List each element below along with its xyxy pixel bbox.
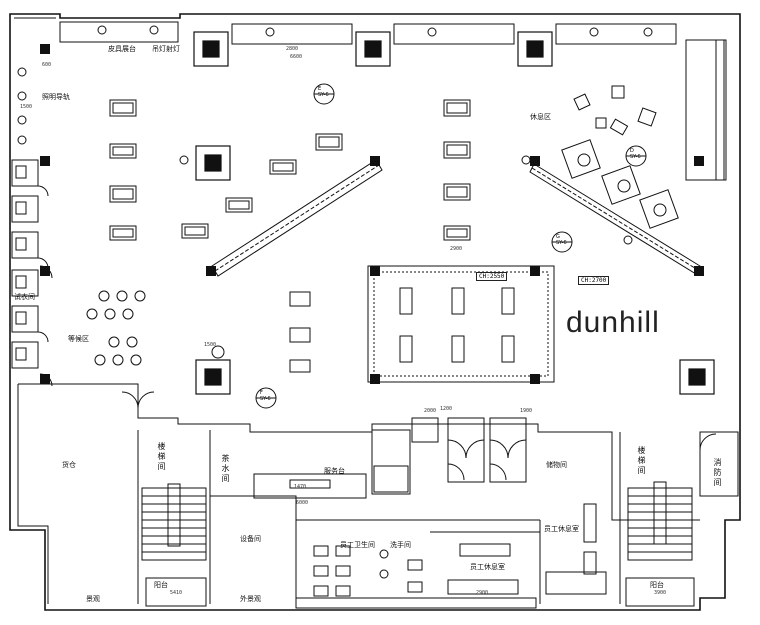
balcony-left [145, 577, 207, 607]
dim-7: 5410 [170, 590, 183, 596]
balcony-right [625, 577, 695, 607]
top-cabinet-3 [393, 23, 515, 45]
section-markers [179, 83, 647, 409]
dim-1: 2800 [286, 46, 299, 52]
columns [193, 31, 715, 395]
label-warehouse: 货仓 [62, 461, 76, 469]
entry-doors [411, 417, 527, 483]
dim-3: 1500 [20, 104, 33, 110]
dim-10: 6000 [296, 500, 309, 506]
central-zone [367, 265, 555, 383]
dim-13: 1500 [204, 342, 217, 348]
label-fitting-room: 试衣间 [14, 293, 35, 301]
top-cabinet-4 [555, 23, 677, 45]
display-tables [109, 99, 515, 373]
label-balcony-right: 阳台 [650, 581, 664, 589]
stairs-left [141, 483, 207, 561]
dim-14: 2000 [424, 408, 437, 414]
ceiling-height-1: CH:2550 [476, 272, 508, 281]
dim-8: 3900 [654, 590, 667, 596]
outer-wall [9, 13, 741, 611]
label-storage: 储物间 [546, 461, 567, 469]
stairs-right [627, 481, 693, 561]
label-fire-room: 消防间 [713, 458, 722, 488]
dim-2: 6600 [290, 54, 303, 60]
left-track-lights [17, 67, 27, 145]
lounge-furniture [561, 85, 679, 245]
inner-wall [14, 17, 139, 604]
restroom-fixtures [313, 503, 607, 597]
label-stair-right: 楼梯间 [637, 446, 646, 476]
label-bottom-left: 景观 [86, 595, 100, 603]
label-wash-room: 洗手间 [390, 541, 411, 549]
fire-room [699, 431, 739, 497]
top-cabinet-2 [231, 23, 353, 45]
dim-9: 1470 [294, 484, 307, 490]
dim-5: 2900 [450, 246, 463, 252]
top-cabinet-1 [59, 21, 179, 43]
label-stair-left: 楼梯间 [157, 442, 166, 472]
label-balcony-left: 阳台 [154, 581, 168, 589]
diagonal-track-right [529, 163, 701, 275]
label-staff-rest: 员工休息室 [470, 563, 505, 571]
label-bottom-mid: 外景观 [240, 595, 261, 603]
label-waiting-area: 等候区 [68, 335, 89, 343]
label-rest-area: 休息区 [530, 113, 551, 121]
brand-logo: dunhill [566, 306, 660, 339]
label-left-track: 照明导轨 [42, 93, 70, 101]
label-mech-room: 设备间 [240, 535, 261, 543]
label-spot-light: 吊灯射灯 [152, 45, 180, 53]
diagonal-track-left [211, 159, 383, 277]
dim-4: 600 [42, 62, 52, 68]
right-cabinet [685, 39, 725, 181]
fitting-stalls [11, 159, 49, 369]
label-tea-room: 茶水间 [221, 454, 230, 484]
service-desk [253, 473, 367, 499]
waiting-chairs [86, 290, 146, 366]
label-service-desk: 服务台 [324, 467, 345, 475]
label-restroom: 员工卫生间 [340, 541, 375, 549]
ceiling-height-2: CH:2700 [578, 276, 610, 285]
dim-11: 2900 [476, 590, 489, 596]
dim-6: 1200 [440, 406, 453, 412]
label-top-display: 皮具展台 [108, 45, 136, 53]
dim-12: 1900 [520, 408, 533, 414]
label-staff-room: 员工休息室 [544, 525, 579, 533]
